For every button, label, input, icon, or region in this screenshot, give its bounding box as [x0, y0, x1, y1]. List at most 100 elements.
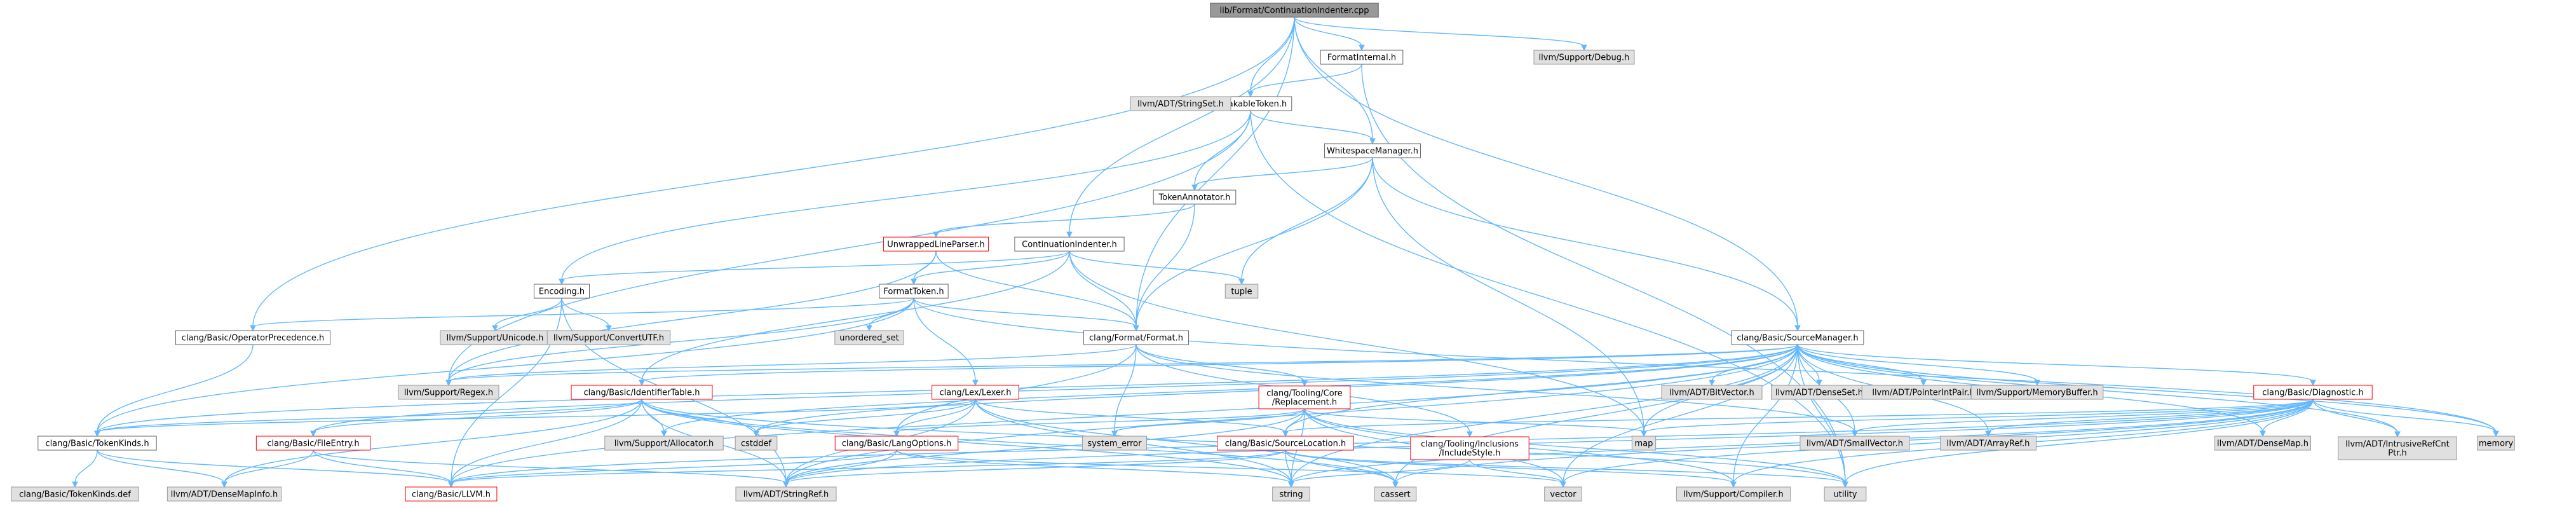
node-label-dbg-0: llvm/Support/Debug.h — [1539, 53, 1630, 63]
edge-diag-to-sl — [1285, 399, 2314, 433]
node-util: utility — [1824, 486, 1867, 502]
edge-arrowhead-sl-to-comp — [1730, 481, 1737, 488]
node-label-comp-0: llvm/Support/Compiler.h — [1683, 490, 1783, 500]
node-sm[interactable]: clang/Basic/SourceManager.h — [1731, 330, 1864, 345]
edge-it-to-fe — [313, 399, 642, 433]
edge-arrowhead-ft-to-op — [250, 325, 256, 332]
node-fe[interactable]: clang/Basic/FileEntry.h — [255, 436, 371, 451]
node-box-map — [1631, 436, 1657, 451]
node-box-diag — [2253, 385, 2373, 400]
node-label-sm-0: clang/Basic/SourceManager.h — [1737, 334, 1858, 343]
node-wm[interactable]: WhitespaceManager.h — [1324, 143, 1421, 158]
node-label-fi-0: FormatInternal.h — [1327, 53, 1396, 63]
edge-diag-to-util — [1845, 399, 2314, 484]
node-ds: llvm/ADT/DenseSet.h — [1771, 385, 1868, 400]
edge-wm-to-tuple — [1241, 157, 1373, 281]
edge-lo-to-str — [896, 450, 1292, 484]
edge-diag-to-dm — [2262, 399, 2314, 433]
edge-cff-to-se — [1114, 344, 1137, 433]
node-lex[interactable]: clang/Lex/Lexer.h — [932, 385, 1019, 400]
node-box-tkd — [11, 486, 139, 502]
node-op[interactable]: clang/Basic/OperatorPrecedence.h — [175, 330, 331, 345]
edge-arrowhead-tk-to-tkd — [72, 481, 78, 488]
edge-repl-to-se — [1114, 408, 1305, 433]
node-lo[interactable]: clang/Basic/LangOptions.h — [834, 436, 959, 451]
node-uni: llvm/Support/Unicode.h — [440, 330, 550, 345]
edge-ci-to-cff — [1069, 251, 1137, 327]
node-label-dmi-0: llvm/ADT/DenseMapInfo.h — [171, 490, 278, 500]
edge-sm-to-mem — [1797, 344, 2497, 433]
edge-sm-to-it — [641, 344, 1798, 382]
node-label-op-0: clang/Basic/OperatorPrecedence.h — [182, 334, 324, 343]
node-box-fi — [1320, 50, 1404, 65]
node-ta[interactable]: TokenAnnotator.h — [1153, 189, 1237, 205]
edge-cff-to-sv — [1135, 344, 1855, 433]
node-label-mem-0: memory — [2479, 439, 2514, 449]
edge-arrowhead-wm-to-sm — [1794, 325, 1801, 332]
node-label-ar-0: llvm/ADT/ArrayRef.h — [1947, 439, 2030, 449]
edge-arrowhead-ci-to-ft — [911, 278, 917, 285]
node-sl[interactable]: clang/Basic/SourceLocation.h — [1217, 436, 1354, 451]
node-label-ss-0: llvm/ADT/StringSet.h — [1137, 100, 1224, 109]
node-tk[interactable]: clang/Basic/TokenKinds.h — [37, 436, 157, 451]
edge-root-to-bt — [1250, 17, 1295, 93]
edge-bt-to-enc — [561, 110, 1251, 281]
edge-wm-to-cff — [1135, 157, 1373, 327]
node-box-sr — [735, 486, 837, 502]
edge-ulp-to-ft — [913, 251, 937, 281]
edge-bt-to-wm — [1250, 110, 1373, 141]
node-cff[interactable]: clang/Format/Format.h — [1083, 330, 1190, 345]
node-box-repl — [1258, 385, 1351, 409]
edge-lo-to-sr — [785, 450, 897, 484]
node-fi[interactable]: FormatInternal.h — [1320, 50, 1404, 65]
edge-arrowhead-sl-to-llvm — [448, 481, 454, 488]
node-label-irc-1: Ptr.h — [2388, 449, 2406, 458]
node-box-ss — [1130, 96, 1231, 111]
node-label-tk-0: clang/Basic/TokenKinds.h — [45, 439, 149, 449]
edge-lex-to-cas — [975, 399, 1396, 484]
edge-ta-to-cff — [1135, 203, 1195, 327]
node-mem: memory — [2477, 436, 2515, 451]
edge-arrowhead-cff-to-incs — [1467, 431, 1473, 438]
node-box-incs — [1410, 436, 1529, 460]
edge-incs-to-str — [1291, 459, 1470, 484]
node-label-lex-0: clang/Lex/Lexer.h — [939, 388, 1011, 398]
edge-fe-to-dmi — [224, 450, 314, 484]
node-llvm[interactable]: clang/Basic/LLVM.h — [405, 486, 498, 502]
node-ulp[interactable]: UnwrappedLineParser.h — [883, 237, 989, 252]
edge-arrowhead-sl-to-util — [1842, 481, 1848, 488]
node-diag[interactable]: clang/Basic/Diagnostic.h — [2253, 385, 2373, 400]
node-incs[interactable]: clang/Tooling/Inclusions/IncludeStyle.h — [1410, 436, 1529, 460]
edge-it-to-tk — [97, 399, 642, 433]
edge-sm-to-mb — [1797, 344, 2038, 382]
node-label-util-0: utility — [1834, 490, 1857, 500]
edge-ulp-to-rx — [448, 251, 937, 382]
node-ci[interactable]: ContinuationIndenter.h — [1014, 237, 1125, 252]
edge-lex-to-lo — [896, 399, 976, 433]
edge-op-to-tk — [97, 344, 254, 433]
edge-arrowhead-sm-to-diag — [2310, 380, 2316, 387]
edge-repl-to-sr — [785, 408, 1305, 484]
node-enc[interactable]: Encoding.h — [534, 284, 590, 299]
edge-sm-to-sr — [785, 344, 1798, 484]
node-dbg: llvm/Support/Debug.h — [1533, 50, 1635, 65]
node-it[interactable]: clang/Basic/IdentifierTable.h — [571, 385, 713, 400]
node-box-sm — [1731, 330, 1864, 345]
edge-sl-to-comp — [1285, 450, 1734, 484]
node-label-uni-0: llvm/Support/Unicode.h — [447, 334, 544, 343]
node-repl[interactable]: clang/Tooling/Core/Replacement.h — [1258, 385, 1351, 409]
node-box-uset — [834, 330, 904, 345]
node-box-ulp — [883, 237, 989, 252]
edge-root-to-dbg — [1294, 17, 1585, 47]
node-box-fe — [255, 436, 371, 451]
node-ft[interactable]: FormatToken.h — [879, 284, 949, 299]
node-box-se — [1081, 436, 1148, 451]
edge-arrowhead-wm-to-ta — [1191, 184, 1198, 191]
node-label-cstddef-0: cstddef — [741, 439, 772, 449]
node-rx: llvm/Support/Regex.h — [398, 385, 499, 400]
node-box-cstddef — [735, 436, 778, 451]
node-label-uset-0: unordered_set — [839, 334, 898, 343]
node-label-str-0: string — [1279, 490, 1303, 500]
edge-arrowhead-enc-to-uni — [492, 325, 498, 332]
